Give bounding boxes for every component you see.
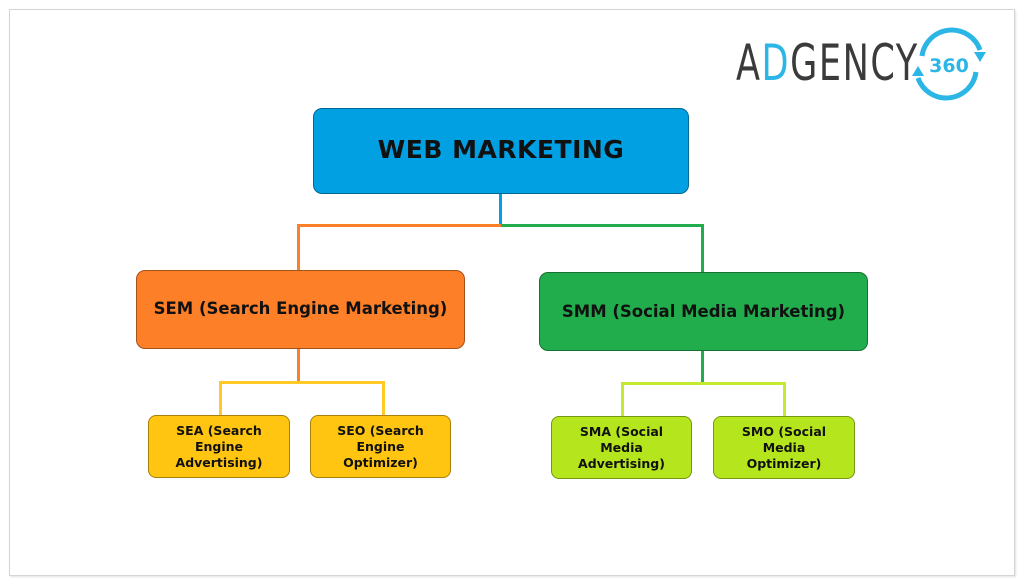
- logo-wordmark: ADGENCY: [736, 34, 919, 92]
- refresh-cycle-icon: 360: [912, 27, 986, 101]
- sma-label-line3: Advertising): [578, 455, 665, 471]
- sea-node: SEA (Search Engine Advertising): [148, 415, 290, 478]
- sem-node: SEM (Search Engine Marketing): [136, 270, 465, 349]
- smm-connector-h: [501, 224, 704, 227]
- sma-label-line2: Media: [600, 439, 643, 455]
- smm-label: SMM (Social Media Marketing): [561, 302, 846, 321]
- seo-label: SEO (Search Engine Optimizer): [337, 423, 424, 471]
- sma-label-line1: SMA (Social: [579, 423, 664, 439]
- sea-label-line1: SEA (Search: [176, 422, 262, 438]
- sem-connector-v: [297, 224, 300, 271]
- smo-node: SMO (Social Media Optimizer): [713, 416, 855, 479]
- smm-connector-v: [701, 224, 704, 273]
- logo-letters-gency: GENCY: [790, 34, 919, 92]
- sea-label: SEA (Search Engine Advertising): [176, 423, 263, 471]
- logo-letter-a: A: [736, 34, 762, 92]
- seo-label-line1: SEO (Search: [337, 422, 424, 438]
- sea-label-line2: Engine: [194, 438, 244, 454]
- smo-connector-v: [783, 382, 786, 417]
- seo-connector-v: [382, 381, 385, 416]
- logo-badge-360: 360: [929, 55, 969, 77]
- sem-children-h: [219, 381, 385, 384]
- sma-node: SMA (Social Media Advertising): [551, 416, 692, 479]
- smm-stem: [701, 350, 704, 384]
- sem-stem: [297, 348, 300, 383]
- sea-connector-v: [219, 381, 222, 416]
- sem-connector-h: [297, 224, 501, 227]
- smo-label-line2: Media: [762, 439, 806, 455]
- seo-label-line3: Optimizer): [343, 454, 418, 470]
- logo-letter-d: D: [761, 34, 791, 92]
- smo-label-line1: SMO (Social: [741, 423, 827, 439]
- web-marketing-node: WEB MARKETING: [313, 108, 689, 194]
- smm-children-h: [621, 382, 786, 385]
- smo-label-line3: Optimizer): [746, 455, 822, 471]
- smm-node: SMM (Social Media Marketing): [539, 272, 868, 351]
- smo-label: SMO (Social Media Optimizer): [742, 424, 826, 472]
- web-marketing-label: WEB MARKETING: [377, 134, 625, 164]
- adgency360-logo: ADGENCY 360: [736, 26, 996, 102]
- root-stem: [499, 193, 502, 226]
- sea-label-line3: Advertising): [175, 454, 263, 470]
- sem-label: SEM (Search Engine Marketing): [153, 299, 448, 318]
- sma-connector-v: [621, 382, 624, 417]
- sma-label: SMA (Social Media Advertising): [578, 424, 665, 472]
- seo-label-line2: Engine: [356, 438, 405, 454]
- seo-node: SEO (Search Engine Optimizer): [310, 415, 451, 478]
